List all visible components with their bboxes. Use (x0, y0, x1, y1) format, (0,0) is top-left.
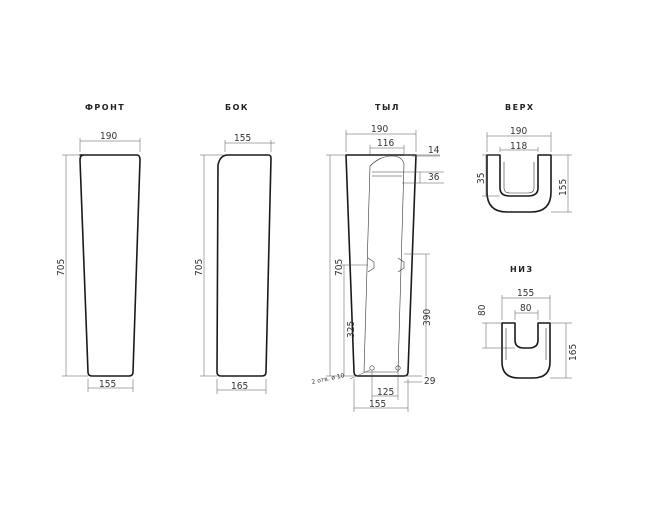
bottom-inner-width: 80 (520, 303, 532, 314)
front-pedestal-outline (79, 154, 141, 377)
back-bottom-width: 155 (369, 399, 386, 410)
front-height: 705 (56, 259, 67, 276)
side-height: 705 (194, 259, 205, 276)
top-outer-depth: 155 (558, 179, 569, 196)
back-inner-width: 116 (377, 138, 394, 149)
top-inner-depth: 35 (476, 173, 487, 184)
top-view-title: ВЕРХ (505, 103, 535, 112)
top-u-outline (486, 154, 552, 213)
back-lower-height: 325 (346, 321, 357, 338)
front-view-title: ФРОНТ (85, 103, 125, 112)
back-holes-note: 2 отв. ø 10 (311, 372, 345, 386)
back-bottom-offset: 29 (424, 376, 436, 387)
back-opening-height: 390 (422, 309, 433, 326)
bottom-u-outline (501, 322, 551, 379)
top-inner-width: 118 (510, 141, 527, 152)
back-top-width: 190 (371, 124, 388, 135)
back-view-title: ТЫЛ (375, 103, 400, 112)
hole-right (395, 365, 401, 371)
top-outer-width: 190 (510, 126, 527, 137)
bottom-view-title: НИЗ (510, 265, 534, 274)
back-hole-spacing: 125 (377, 387, 394, 398)
top-view: ВЕРХ 190 118 35 155 (476, 103, 572, 213)
back-pedestal-outline (345, 154, 417, 377)
front-bottom-width: 155 (99, 379, 116, 390)
side-view-title: БОК (225, 103, 249, 112)
front-view: ФРОНТ 190 705 155 (56, 103, 141, 392)
hole-left (369, 365, 375, 371)
side-bottom-width: 165 (231, 381, 248, 392)
side-top-width: 155 (234, 133, 251, 144)
bottom-inner-depth: 80 (477, 304, 488, 316)
bottom-outer-depth: 165 (568, 344, 579, 361)
bottom-outer-width: 155 (517, 288, 534, 299)
front-top-width: 190 (100, 131, 117, 142)
back-height: 705 (334, 259, 345, 276)
back-inner-opening (363, 155, 405, 373)
bottom-view: НИЗ 155 80 80 165 (477, 265, 579, 379)
back-top-offset: 14 (428, 145, 440, 156)
side-view: БОК 155 705 165 (194, 103, 275, 394)
back-inner-offset: 36 (428, 172, 440, 183)
side-pedestal-outline (216, 154, 272, 377)
back-view: ТЫЛ 190 116 14 36 705 (311, 103, 444, 412)
